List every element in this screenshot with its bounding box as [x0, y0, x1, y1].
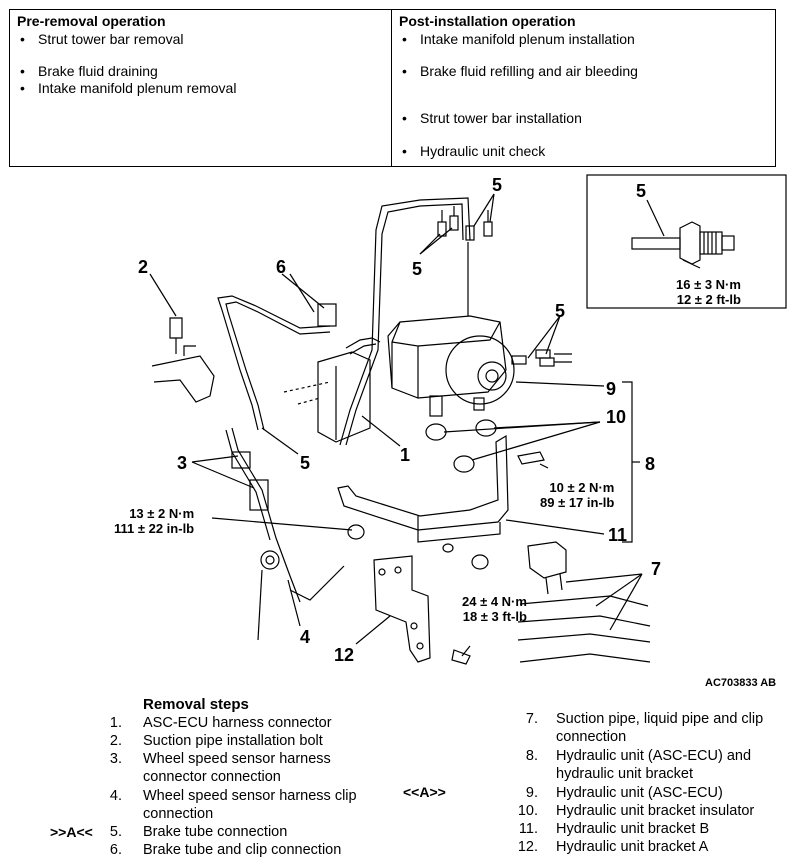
bullet: •	[402, 143, 407, 159]
suction-bolt-icon	[169, 317, 183, 339]
insulator-icon	[425, 423, 447, 441]
bullet: •	[402, 110, 407, 126]
pre-item: •Intake manifold plenum removal	[20, 80, 237, 96]
bracket-bolt-icon	[451, 649, 471, 665]
exploded-diagram: 5 5 5 5 5 2 6 9 10 1 8 3 11 7 4 12 16 ± …	[0, 170, 795, 690]
pre-removal-title: Pre-removal operation	[17, 13, 166, 29]
group-bracket	[622, 381, 633, 543]
post-item: •Intake manifold plenum installation	[402, 31, 635, 47]
callout-5-lower: 5	[300, 453, 311, 473]
callout-8: 8	[645, 454, 656, 474]
post-installation-column: Post-installation operation •Intake mani…	[392, 10, 775, 166]
fittings-right-icon	[511, 349, 572, 367]
figure-code: AC703833 AB	[705, 677, 777, 689]
torque-bracket-a: 24 ± 4 N·m 18 ± 3 ft-lb	[462, 594, 527, 624]
harness-clip-icon	[260, 550, 280, 570]
bullet: •	[20, 80, 25, 96]
post-installation-title: Post-installation operation	[399, 13, 576, 29]
bolt-icon	[517, 451, 545, 465]
leader-lines	[149, 193, 643, 657]
post-item: •Strut tower bar installation	[402, 110, 582, 126]
callout-7: 7	[651, 559, 662, 579]
asc-ecu-icon	[317, 351, 371, 443]
torque-bracket-nut: 13 ± 2 N·m 111 ± 22 in-lb	[114, 506, 195, 536]
callout-6: 6	[276, 257, 287, 277]
service-point-ref-a-install: <<A>>	[403, 784, 446, 800]
bullet: •	[402, 63, 407, 79]
callout-9: 9	[606, 379, 617, 399]
callout-5-top: 5	[492, 175, 503, 195]
pre-item: •Strut tower bar removal	[20, 31, 184, 47]
connector-icon	[231, 451, 251, 469]
service-point-ref-a: >>A<<	[50, 824, 93, 840]
bullet: •	[20, 63, 25, 79]
callout-11: 11	[608, 525, 628, 545]
removal-steps-title: Removal steps	[143, 696, 249, 713]
operation-table: Pre-removal operation •Strut tower bar r…	[9, 9, 776, 167]
callout-5-inset: 5	[636, 181, 647, 201]
suction-pipe-clip-icon	[527, 541, 567, 579]
pipe-clip-icon	[317, 303, 337, 327]
torque-inset: 16 ± 3 N·m 12 ± 2 ft-lb	[676, 277, 741, 307]
inset-fitting-icon	[631, 221, 735, 265]
callout-2: 2	[138, 257, 149, 277]
bracket-a-icon	[373, 555, 431, 663]
callout-3: 3	[177, 453, 188, 473]
brake-pipe-left	[217, 295, 331, 431]
hydraulic-unit-icon	[387, 315, 507, 399]
sensor-harness	[231, 427, 301, 603]
diagram-drawing	[149, 174, 787, 665]
callout-5-right: 5	[555, 301, 566, 321]
bullet: •	[402, 31, 407, 47]
callout-12: 12	[334, 645, 355, 665]
callout-1: 1	[400, 445, 411, 465]
inset-frame	[586, 174, 787, 309]
torque-hydraulic-bolt: 10 ± 2 N·m 89 ± 17 in-lb	[540, 480, 615, 510]
callout-5-mid: 5	[412, 259, 423, 279]
pre-item: •Brake fluid draining	[20, 63, 158, 79]
callout-4: 4	[300, 627, 311, 647]
pre-removal-column: Pre-removal operation •Strut tower bar r…	[10, 10, 392, 166]
post-item: •Brake fluid refilling and air bleeding	[402, 63, 638, 79]
ecu-harness	[345, 337, 381, 349]
callout-10: 10	[606, 407, 627, 427]
post-item: •Hydraulic unit check	[402, 143, 546, 159]
brake-pipe-upper	[339, 197, 471, 446]
bracket-b-icon	[337, 434, 509, 531]
bullet: •	[20, 31, 25, 47]
suction-pipe-icon	[151, 355, 215, 403]
